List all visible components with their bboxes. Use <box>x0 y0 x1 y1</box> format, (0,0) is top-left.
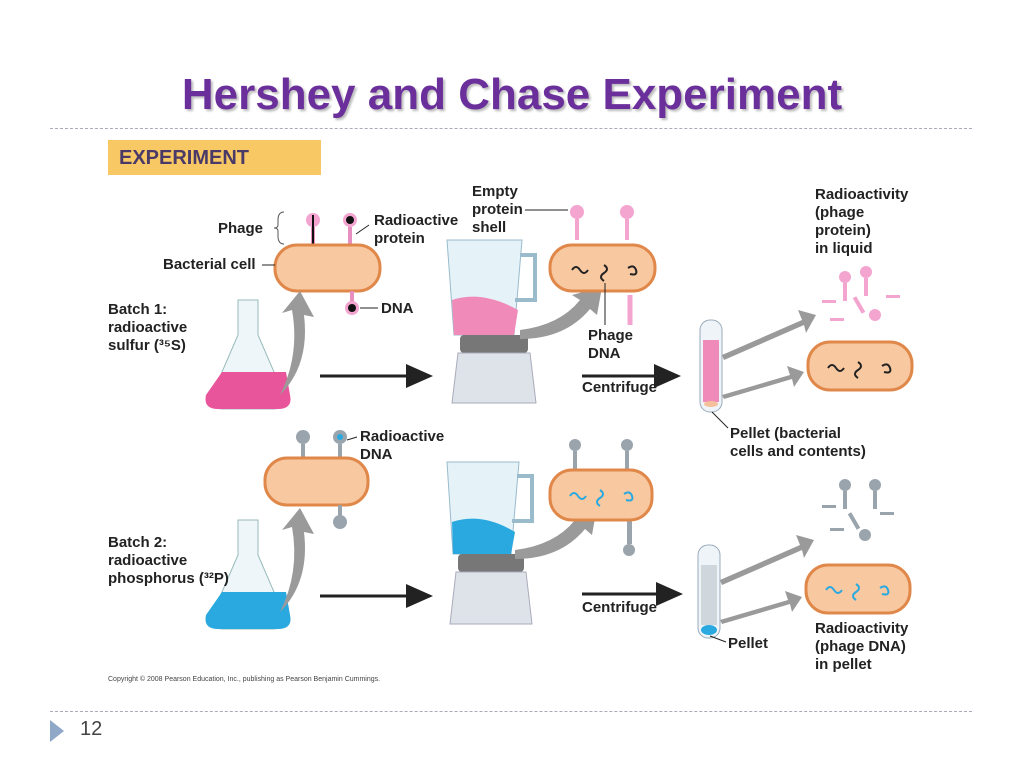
label-result-2: Radioactivity (phage DNA) in pellet <box>815 620 909 673</box>
gray-arrow <box>720 535 814 585</box>
empty-shell-icon <box>570 205 634 325</box>
gray-arrow <box>720 591 802 624</box>
label-phage-dna: Phage DNA <box>588 327 634 362</box>
page-number: 12 <box>80 718 103 740</box>
label-result-1: Radioactivity (phage protein) in liquid <box>815 186 909 257</box>
label-pellet-1: Pellet (bacterial cells and contents) <box>730 425 866 460</box>
phage-coats-in-liquid <box>822 479 894 541</box>
label-radioactive-dna: Radioactive DNA <box>360 428 445 463</box>
slide-title: Hershey and Chase Experiment <box>181 70 843 119</box>
phage-brace-icon <box>273 211 285 245</box>
footer-divider <box>50 711 972 712</box>
label-phage: Phage <box>218 220 264 237</box>
title-divider <box>50 128 972 129</box>
bacterial-cell <box>273 243 382 293</box>
test-tube-2 <box>697 544 721 639</box>
gray-curved-arrow <box>280 291 314 395</box>
section-label: EXPERIMENT <box>119 147 250 169</box>
label-batch1: Batch 1: radioactive sulfur (³⁵S) <box>108 301 188 354</box>
copyright-notice: Copyright © 2008 Pearson Education, Inc.… <box>108 676 381 683</box>
test-tube-1 <box>699 319 723 413</box>
bacterial-cell-dna <box>548 468 654 522</box>
gray-arrow <box>722 366 804 399</box>
label-dna: DNA <box>381 300 414 317</box>
blender-2 <box>446 461 534 625</box>
flask-sulfur <box>205 299 291 410</box>
label-pellet-2: Pellet <box>728 635 769 652</box>
bacterial-cell-dna <box>548 243 657 293</box>
injected-phage-icon <box>333 505 347 529</box>
section-banner: EXPERIMENT <box>108 140 321 175</box>
label-bacterial-cell: Bacterial cell <box>163 256 256 273</box>
slide-bullet-triangle-icon <box>50 720 64 742</box>
phage-icon <box>296 430 347 462</box>
empty-shell-icon <box>569 439 635 556</box>
phage-coats-in-liquid <box>822 266 900 321</box>
gray-curved-arrow <box>520 287 602 339</box>
gray-arrow <box>722 310 816 360</box>
label-centrifuge-2: Centrifuge <box>582 599 657 616</box>
label-batch2: Batch 2: radioactive phosphorus (³²P) <box>108 534 229 587</box>
label-radioactive-protein: Radioactive protein <box>374 212 459 247</box>
label-centrifuge-1: Centrifuge <box>582 379 657 396</box>
bacterial-cell <box>263 456 370 507</box>
injected-phage-icon <box>345 291 359 315</box>
label-empty-shell: Empty protein shell <box>472 183 523 236</box>
gray-curved-arrow <box>280 508 314 612</box>
blender-1 <box>446 239 537 404</box>
flask-phosphorus <box>205 519 291 630</box>
